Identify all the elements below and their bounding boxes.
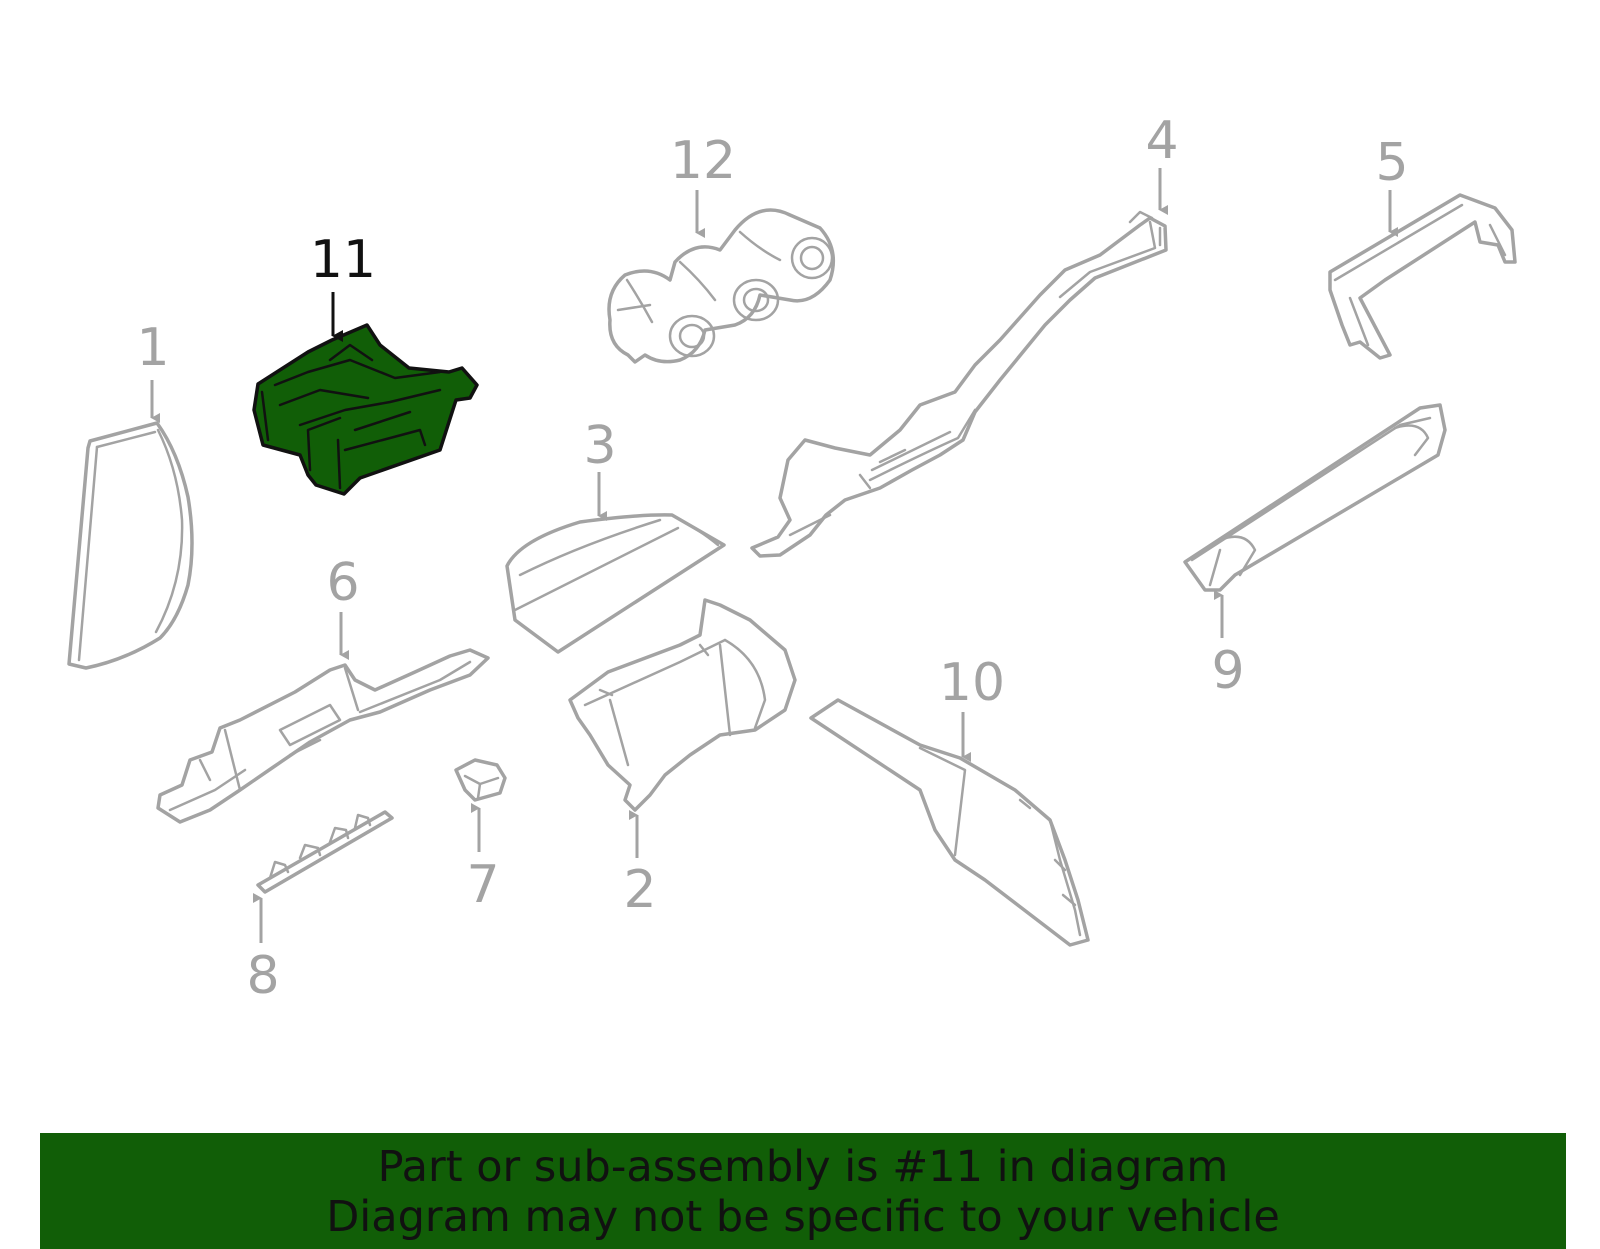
part-8-bracket-strip xyxy=(256,810,394,894)
part-11-body xyxy=(252,323,479,496)
callout-12: 12 xyxy=(670,131,736,191)
part-6-lower-panel xyxy=(156,648,490,824)
callout-11: 11 xyxy=(310,230,376,290)
callout-4: 4 xyxy=(1145,111,1178,171)
part-7-clip xyxy=(454,758,507,802)
callout-9: 9 xyxy=(1211,641,1244,701)
part-3-door-panel xyxy=(505,513,726,654)
callout-7: 7 xyxy=(466,855,499,915)
callout-6: 6 xyxy=(326,553,359,613)
banner-line-2: Diagram may not be specific to your vehi… xyxy=(326,1192,1280,1242)
leader-lines xyxy=(150,168,1398,943)
part-12-air-vents xyxy=(607,208,836,364)
callout-labels: 1 2 3 4 5 6 7 8 9 10 11 12 xyxy=(136,111,1408,1006)
callout-3: 3 xyxy=(583,416,616,476)
banner-line-1: Part or sub-assembly is #11 in diagram xyxy=(377,1142,1229,1192)
info-banner: Part or sub-assembly is #11 in diagram D… xyxy=(40,1133,1566,1249)
callout-10: 10 xyxy=(939,653,1005,713)
callout-5: 5 xyxy=(1375,133,1408,193)
part-4-dash-trim xyxy=(750,210,1168,558)
part-10-side-panel xyxy=(809,698,1090,947)
callout-8: 8 xyxy=(246,946,279,1006)
callout-2: 2 xyxy=(623,860,656,920)
part-9-lower-trim xyxy=(1183,403,1447,592)
callout-1: 1 xyxy=(136,318,169,378)
part-5-upper-trim xyxy=(1328,193,1517,360)
part-11-glove-box xyxy=(252,323,479,496)
part-2-housing xyxy=(568,598,797,812)
part-1-end-panel xyxy=(67,421,194,670)
